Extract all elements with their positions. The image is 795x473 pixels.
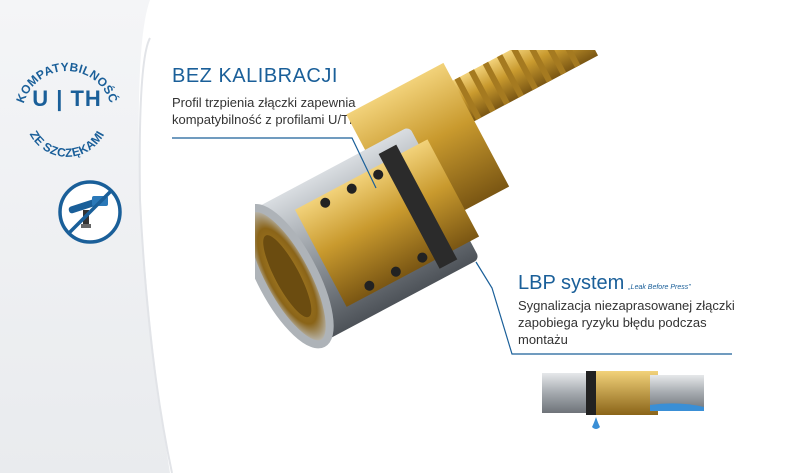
- feature2-description: Sygnalizacja niezaprasowanej złączki zap…: [518, 298, 735, 347]
- compatibility-badge: KOMPATYBILNOŚĆ ZE SZCZĘKAMI: [13, 60, 121, 160]
- feature1-title: BEZ KALIBRACJI: [172, 65, 338, 87]
- press-fitting-illustration: [255, 50, 599, 349]
- press-tool-crossed-icon: [58, 180, 122, 244]
- feature1-description: Profil trzpienia złączki zapewnia kompat…: [172, 95, 362, 127]
- feature2-title: LBP system„Leak Before Press”: [518, 272, 691, 295]
- feature2-subtitle: „Leak Before Press”: [628, 284, 691, 291]
- leak-before-press-illustration: [542, 371, 704, 429]
- badge-center-text: U | TH: [32, 86, 102, 111]
- feature2-title-text: LBP system: [518, 272, 625, 294]
